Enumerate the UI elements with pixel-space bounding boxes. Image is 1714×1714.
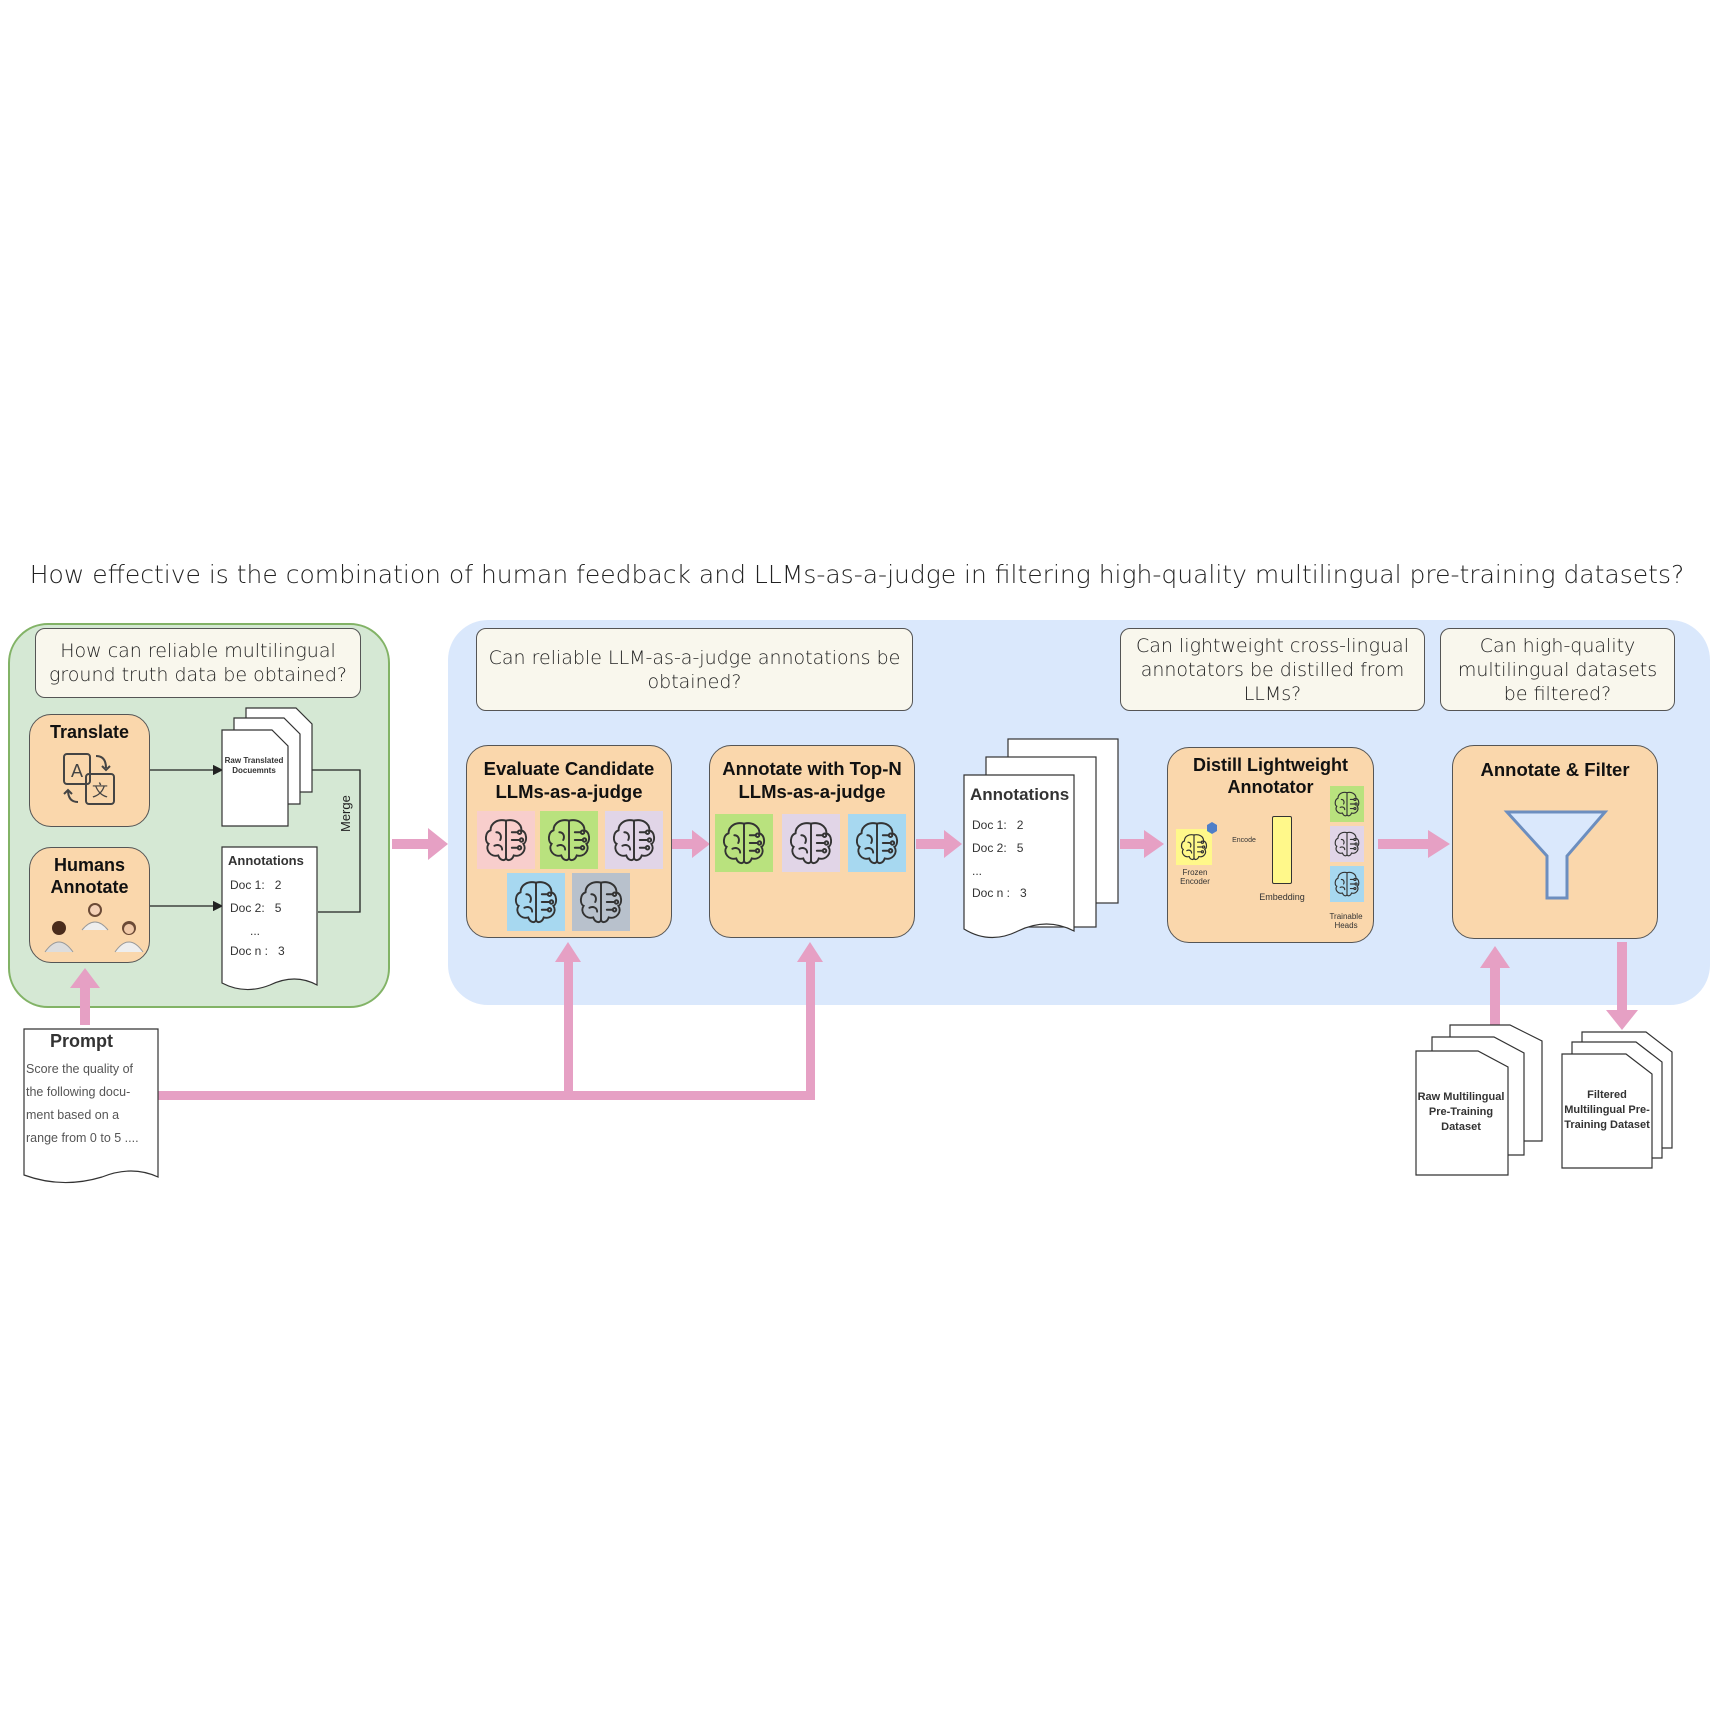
arrow-prompt-to-evaluate (564, 960, 573, 1100)
arrow-prompt-to-humans (80, 985, 90, 1025)
llm-annotations-title: Annotations (970, 785, 1070, 804)
merge-label: Merge (338, 795, 353, 832)
human-annotations-title: Annotations (228, 853, 304, 868)
translate-title: Translate (49, 722, 130, 742)
evaluate-candidate-box: Evaluate Candidate LLMs-as-a-judge (466, 745, 672, 938)
svg-text:A: A (71, 761, 83, 781)
list-item: Doc n : 3 (230, 944, 285, 958)
embedding-block (1272, 816, 1292, 884)
arrow-raw-to-filter (1490, 966, 1500, 1026)
brain-icon (1330, 786, 1364, 822)
brain-icon (1330, 826, 1364, 862)
translate-icon: A 文 (62, 753, 115, 805)
question-filter: Can high-quality multilingual datasets b… (1440, 628, 1675, 711)
humans-annotate-title: Humans Annotate (50, 855, 129, 897)
filtered-dataset-label: Filtered Multilingual Pre-Training Datas… (1564, 1089, 1650, 1131)
funnel-icon (1503, 810, 1609, 900)
list-item: Doc 1: 2 (972, 818, 1024, 832)
filtered-dataset-stack (1561, 1031, 1673, 1169)
llm-annotations-list: Doc 1: 2 Doc 2: 5 ... Doc n : 3 (972, 818, 1072, 909)
annotate-filter-box: Annotate & Filter (1452, 745, 1658, 939)
brain-icon (507, 873, 565, 931)
list-item: ... (250, 924, 261, 938)
encode-label: Encode (1232, 837, 1256, 844)
question-llm-judge: Can reliable LLM-as-a-judge annotations … (476, 628, 913, 711)
llm-annotations-doc-stack (963, 738, 1119, 939)
snowflake-icon (1207, 822, 1217, 834)
humans-annotate-box: Humans Annotate (29, 847, 150, 963)
raw-dataset-label: Raw Multilingual Pre-Training Dataset (1417, 1091, 1505, 1133)
merge-connector (312, 769, 361, 913)
embedding-label: Embedding (1259, 892, 1305, 902)
brain-icon (1330, 866, 1364, 902)
raw-translated-docs-label: Raw Translated Docuemnts (224, 756, 284, 775)
arrow-to-topn (672, 839, 694, 849)
human-annotations-list: Doc 1: 2 Doc 2: 5 ... Doc n : 3 (230, 878, 310, 967)
arrow-prompt-to-topn (806, 960, 815, 1100)
human-annotations-doc (221, 846, 318, 991)
brain-icon (782, 814, 840, 872)
raw-translated-docs-stack (221, 707, 313, 827)
annotate-filter-title: Annotate & Filter (1480, 759, 1630, 780)
arrow-filter-to-output (1617, 942, 1627, 1012)
frozen-encoder-label: Frozen Encoder (1180, 868, 1210, 886)
arrow-to-annotations (916, 839, 946, 849)
evaluate-title-line1: Evaluate Candidate (483, 758, 655, 779)
people-icon (44, 903, 144, 953)
arrow-to-distill (1120, 839, 1146, 849)
topn-title-line2: LLMs-as-a-judge (738, 781, 886, 802)
annotate-topn-box: Annotate with Top-N LLMs-as-a-judge (709, 745, 915, 938)
prompt-text: Score the quality of the following docu-… (26, 1062, 139, 1145)
prompt-title: Prompt (50, 1031, 113, 1051)
brain-icon (605, 811, 663, 869)
brain-icon (715, 814, 773, 872)
figure-title: How effective is the combination of huma… (29, 560, 1685, 589)
translate-box: Translate A 文 (29, 714, 150, 827)
raw-dataset-stack (1415, 1024, 1543, 1176)
distill-title-line1: Distill Lightweight (1193, 755, 1348, 775)
brain-icon (572, 873, 630, 931)
distill-box: Distill Lightweight Annotator Frozen Enc… (1167, 747, 1374, 943)
question-distill: Can lightweight cross-lingual annotators… (1120, 628, 1425, 711)
list-item: Doc 2: 5 (230, 901, 282, 915)
distill-title-line2: Annotator (1227, 777, 1314, 797)
brain-icon (477, 811, 535, 869)
topn-title-line1: Annotate with Top-N (722, 758, 902, 779)
arrow-to-evaluate (392, 839, 428, 849)
list-item: Doc 1: 2 (230, 878, 282, 892)
arrow-to-filter (1378, 839, 1430, 849)
brain-icon (540, 811, 598, 869)
question-ground-truth: How can reliable multilingual ground tru… (35, 628, 361, 698)
list-item: Doc n : 3 (972, 886, 1027, 900)
svg-text:文: 文 (92, 781, 108, 800)
prompt-doc (23, 1028, 159, 1184)
evaluate-title-line2: LLMs-as-a-judge (495, 781, 643, 802)
list-item: ... (972, 864, 983, 878)
brain-icon (848, 814, 906, 872)
trainable-heads-label: Trainable Heads (1329, 912, 1363, 930)
frozen-encoder-icon (1176, 829, 1212, 865)
prompt-feed-line (158, 1091, 814, 1100)
list-item: Doc 2: 5 (972, 841, 1024, 855)
